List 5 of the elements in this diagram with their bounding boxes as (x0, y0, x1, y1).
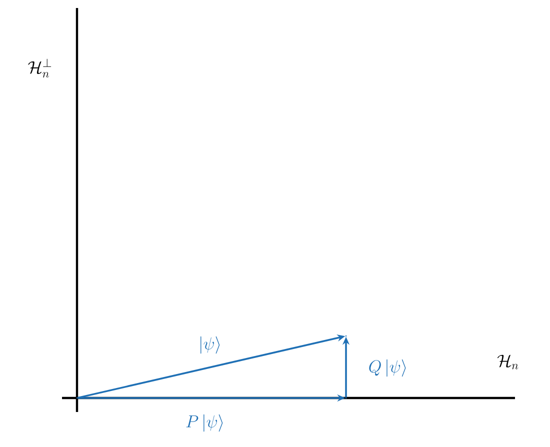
axis-label: $\mathcal{H}_n$ (497, 354, 518, 370)
axis-label: $\mathcal{H}_n^{\perp}$ (28, 58, 52, 78)
edge-label: $P\,|\psi\rangle$ (186, 414, 223, 432)
edge-label: $|\psi\rangle$ (200, 336, 220, 354)
edge-label: $Q\,|\psi\rangle$ (369, 359, 406, 377)
